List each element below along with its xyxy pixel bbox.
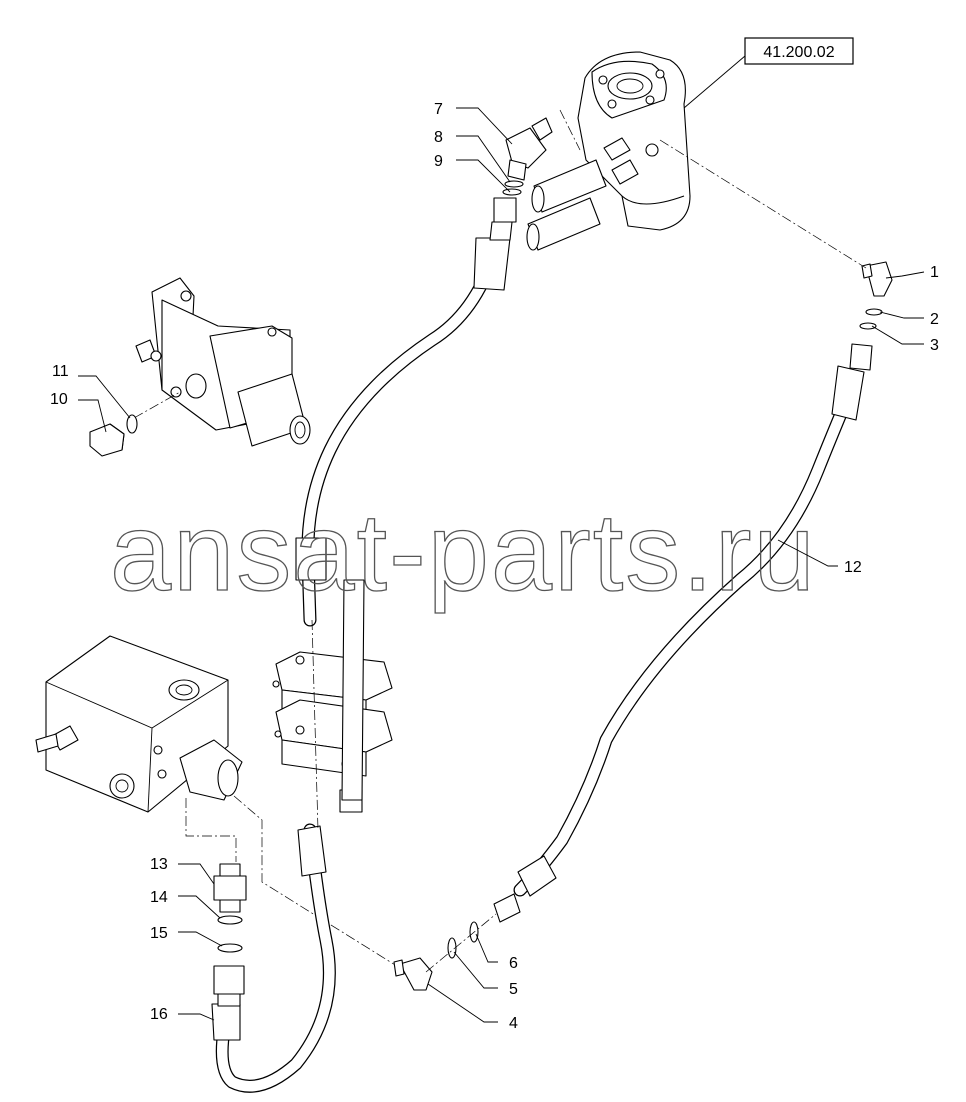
hose-nut-top [489,197,517,241]
callout-10[interactable]: 10 [50,391,68,408]
mounting-bracket [133,277,311,447]
callout-12[interactable]: 12 [844,559,862,576]
hose-12[interactable] [513,365,865,897]
callout-11[interactable]: 11 [52,363,69,380]
seal-ring-3[interactable] [859,322,877,330]
hose-16[interactable] [211,233,511,1093]
centerline-steering-to-fitting-1 [659,139,867,269]
watermark-text: ansat-parts.ru [110,491,817,614]
callout-2[interactable]: 2 [930,311,939,328]
seal-ring-14[interactable] [217,915,243,925]
reference-code: 41.200.02 [763,44,834,61]
centerline-fitting-4 [425,913,497,973]
callout-1[interactable]: 1 [930,264,939,281]
reference-box[interactable]: 41.200.02 [744,37,854,65]
hose-nut-bottom-left [213,965,245,1007]
elbow-fitting-4[interactable] [393,957,433,991]
seal-ring-15[interactable] [217,943,243,953]
hose-clamp-assembly [272,651,393,813]
callout-5[interactable]: 5 [509,981,518,998]
callout-9[interactable]: 9 [434,153,443,170]
callout-6[interactable]: 6 [509,955,518,972]
elbow-fitting-7[interactable] [505,117,553,181]
callout-16[interactable]: 16 [150,1006,168,1023]
callout-7[interactable]: 7 [434,101,443,118]
seal-ring-9[interactable] [502,188,522,196]
seal-ring-8[interactable] [504,180,524,188]
callout-8[interactable]: 8 [434,129,443,146]
adapter-fitting-13[interactable] [213,863,247,913]
hose-nut-bottom-right [493,893,521,923]
seal-ring-2[interactable] [865,308,883,316]
seal-ring-5[interactable] [447,937,457,959]
steering-unit [526,51,691,251]
control-valve-block [35,635,401,969]
hose-nut-right [849,343,873,371]
elbow-fitting-1[interactable] [861,261,893,297]
callout-13[interactable]: 13 [150,856,168,873]
reference-leader-line [683,55,746,109]
callout-4[interactable]: 4 [509,1015,518,1032]
callout-3[interactable]: 3 [930,337,939,354]
bolt-10[interactable] [89,423,125,457]
callout-15[interactable]: 15 [150,925,168,942]
leader-lines [78,107,925,1023]
callout-labels: 1 2 3 4 5 6 7 8 9 10 11 12 13 14 15 16 [50,101,939,1032]
washer-11[interactable] [126,414,138,434]
callout-14[interactable]: 14 [150,889,168,906]
